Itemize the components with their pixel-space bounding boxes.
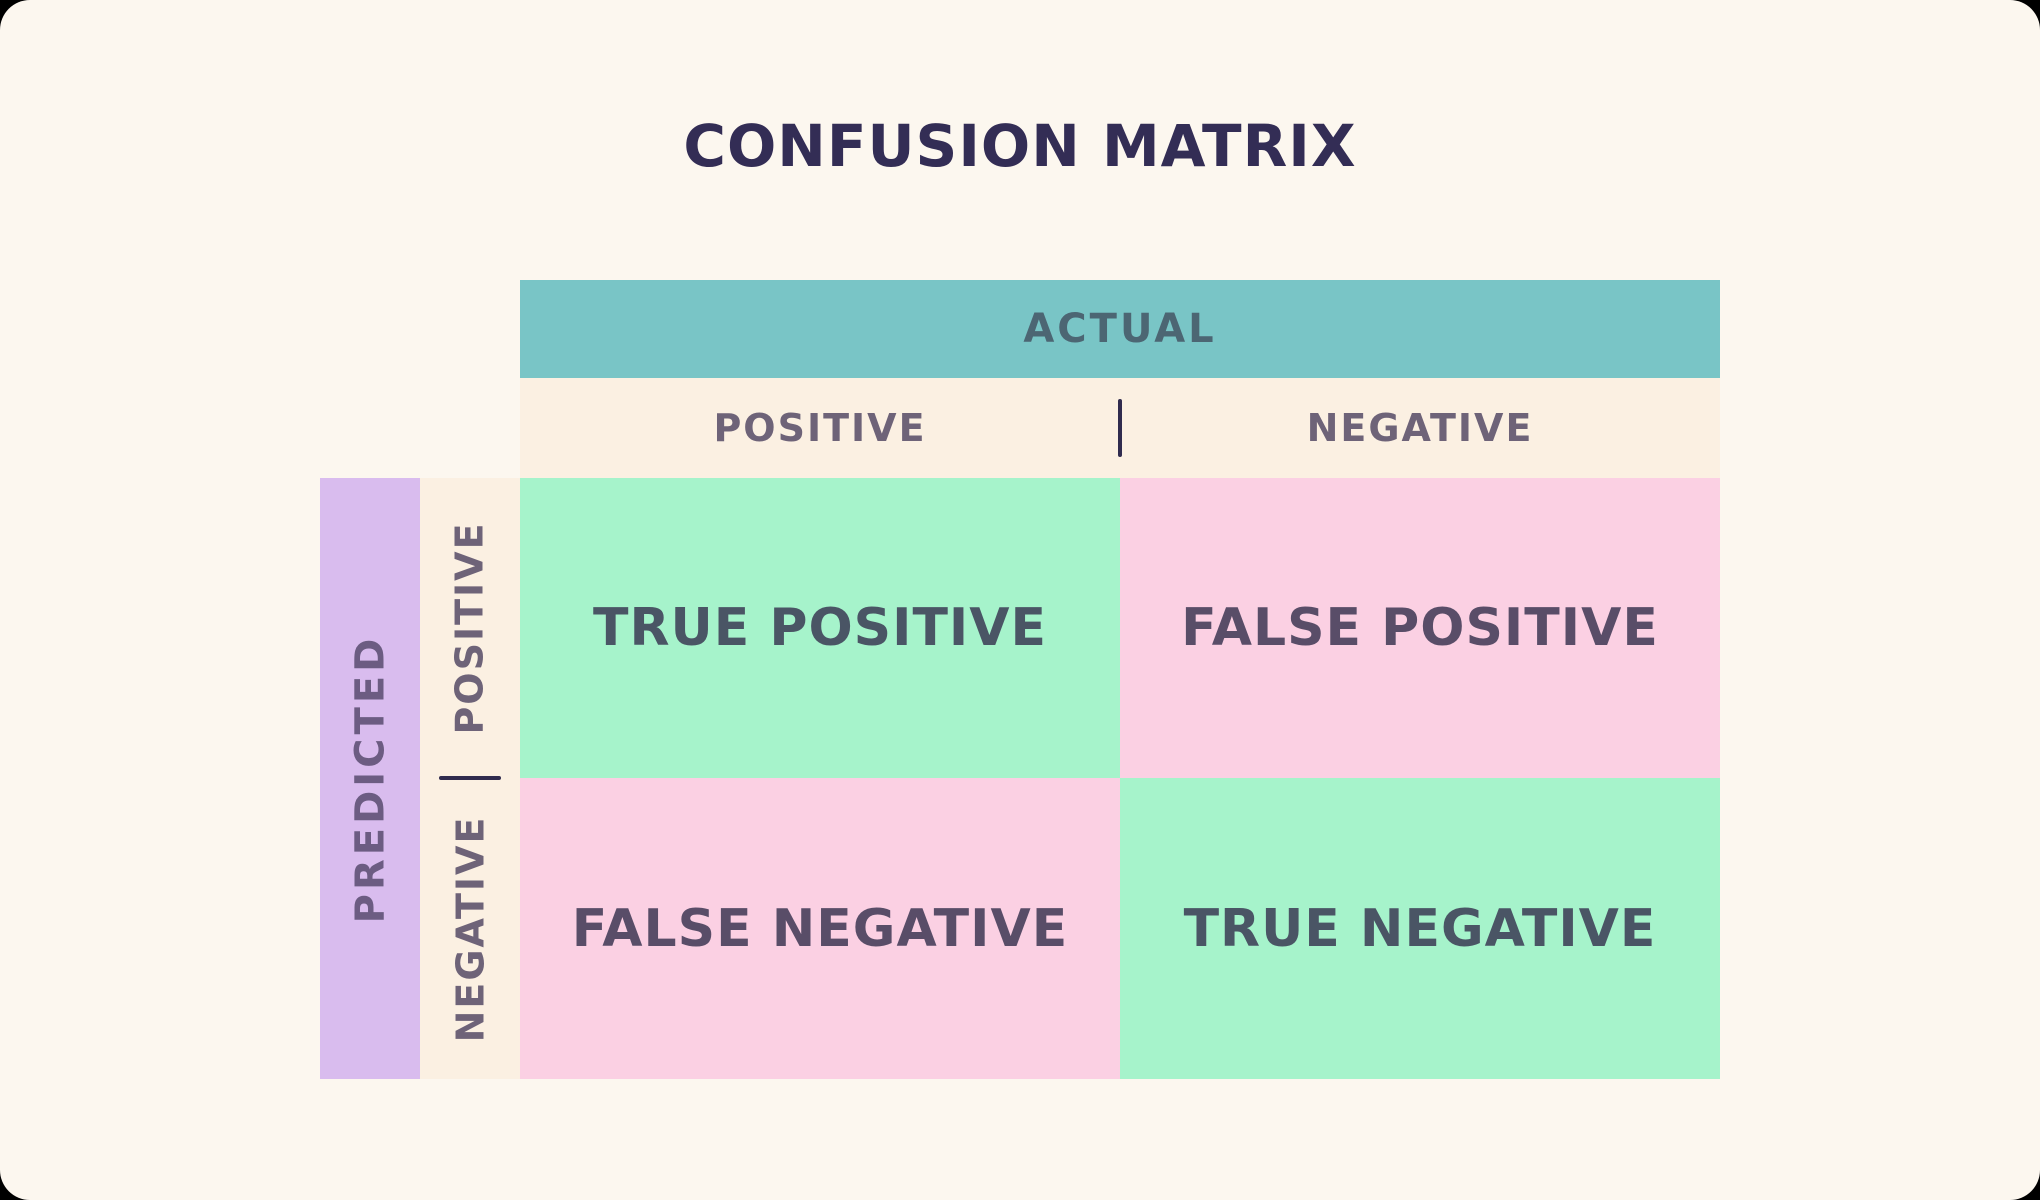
row-header-negative: NEGATIVE [420, 779, 520, 1080]
column-header-positive: POSITIVE [713, 406, 927, 450]
page-title: CONFUSION MATRIX [683, 112, 1357, 180]
predicted-axis-header: PREDICTED [320, 478, 420, 1079]
predicted-axis-label: PREDICTED [347, 634, 394, 923]
row-header-positive-label: POSITIVE [448, 521, 492, 735]
confusion-matrix: ACTUAL POSITIVE NEGATIVE TRUE POSITIVE F… [520, 280, 1720, 1079]
matrix-cells: TRUE POSITIVE FALSE POSITIVE FALSE NEGAT… [520, 478, 1720, 1079]
cell-true-negative: TRUE NEGATIVE [1120, 778, 1720, 1079]
cell-false-positive: FALSE POSITIVE [1120, 478, 1720, 778]
row-header-positive: POSITIVE [420, 478, 520, 779]
predicted-row-headers: POSITIVE NEGATIVE [420, 478, 520, 1079]
actual-column-headers: POSITIVE NEGATIVE [520, 378, 1720, 478]
column-header-divider [1118, 399, 1122, 457]
actual-axis-header: ACTUAL [520, 280, 1720, 378]
cell-false-negative: FALSE NEGATIVE [520, 778, 1120, 1079]
row-header-negative-label: NEGATIVE [448, 815, 492, 1043]
cell-true-positive: TRUE POSITIVE [520, 478, 1120, 778]
row-header-divider [439, 776, 501, 780]
column-header-negative: NEGATIVE [1306, 406, 1534, 450]
